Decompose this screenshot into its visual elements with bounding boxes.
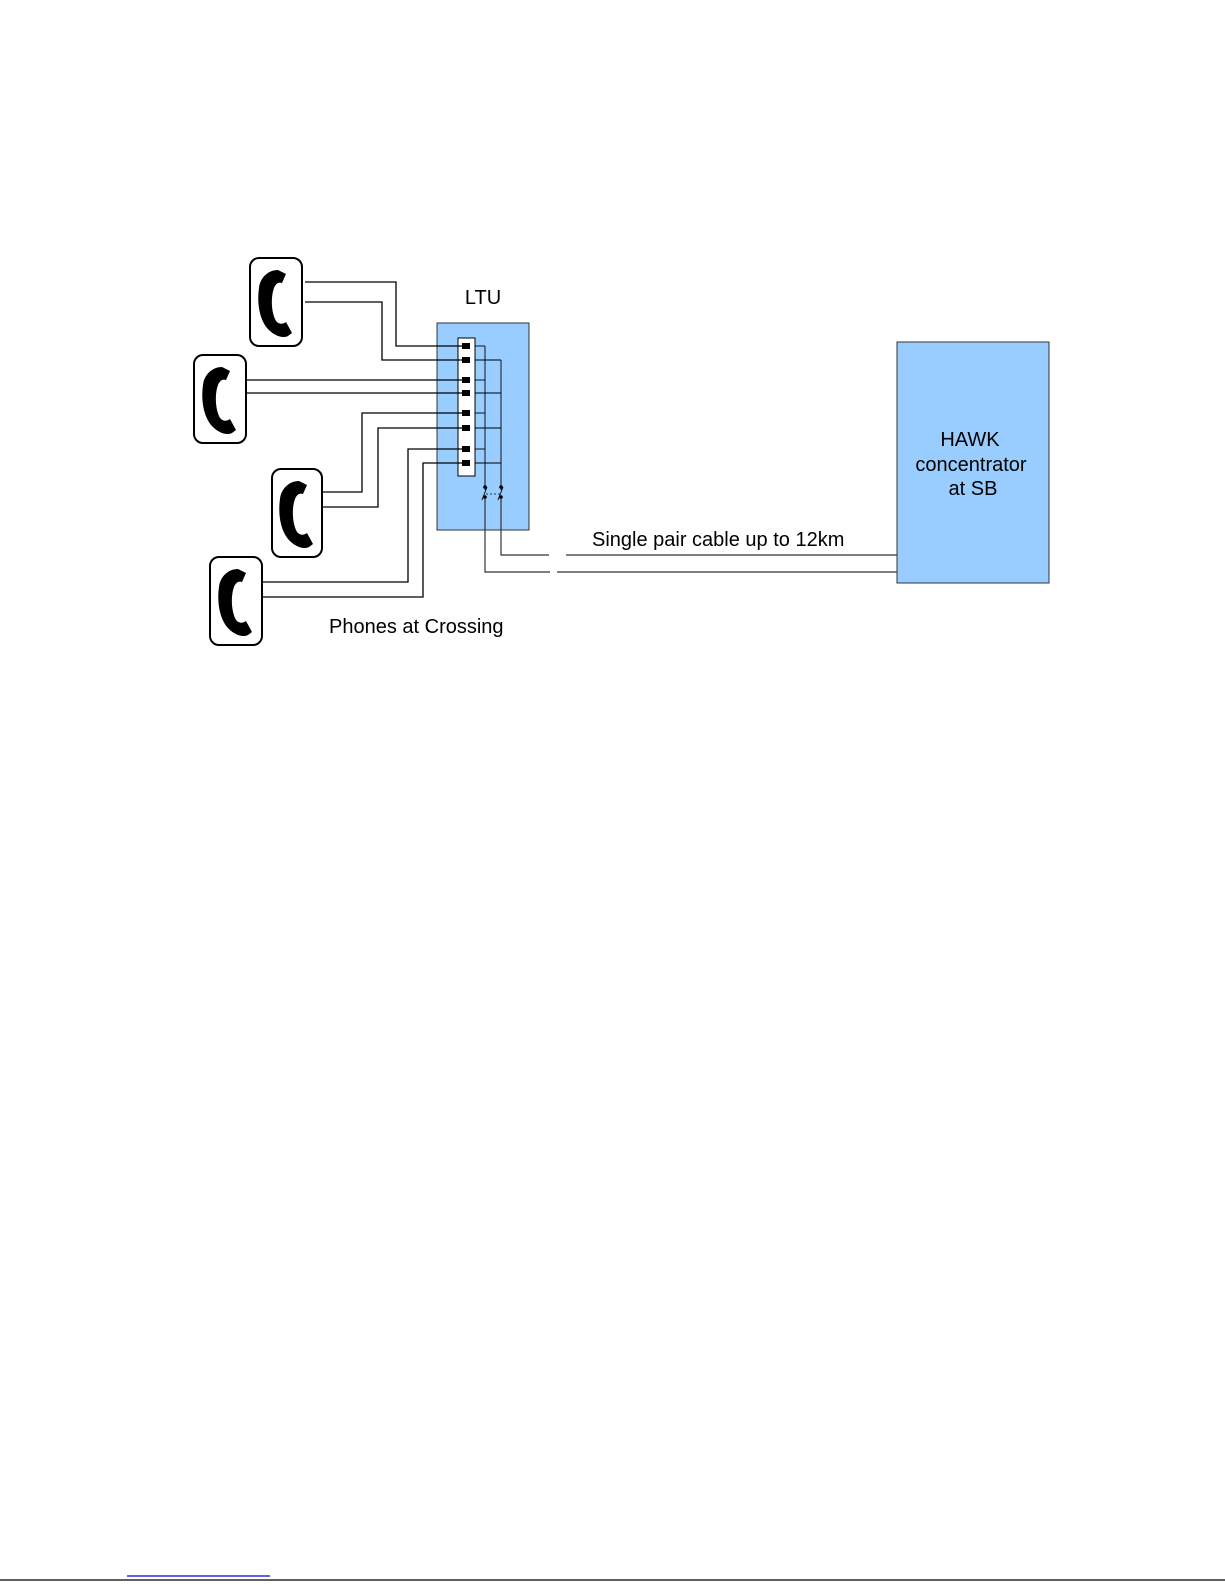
hawk-label-line-1: HAWK [940, 429, 1000, 451]
phones-label: Phones at Crossing [329, 616, 504, 638]
cable-label: Single pair cable up to 12km [592, 529, 844, 551]
single-pair-cable: Single pair cable up to 12km [485, 505, 897, 572]
ltu-unit: LTU [437, 287, 529, 530]
phone-2 [194, 355, 246, 443]
hawk-concentrator: HAWK concentrator at SB [897, 342, 1049, 583]
phone-4 [210, 557, 262, 645]
hawk-label-line-3: at SB [949, 478, 998, 500]
ltu-box [437, 323, 529, 530]
phone-3 [272, 469, 322, 557]
ltu-label: LTU [465, 287, 501, 309]
phone-1 [250, 258, 302, 346]
hawk-label-line-2: concentrator [915, 454, 1027, 476]
footer [0, 1576, 1225, 1580]
